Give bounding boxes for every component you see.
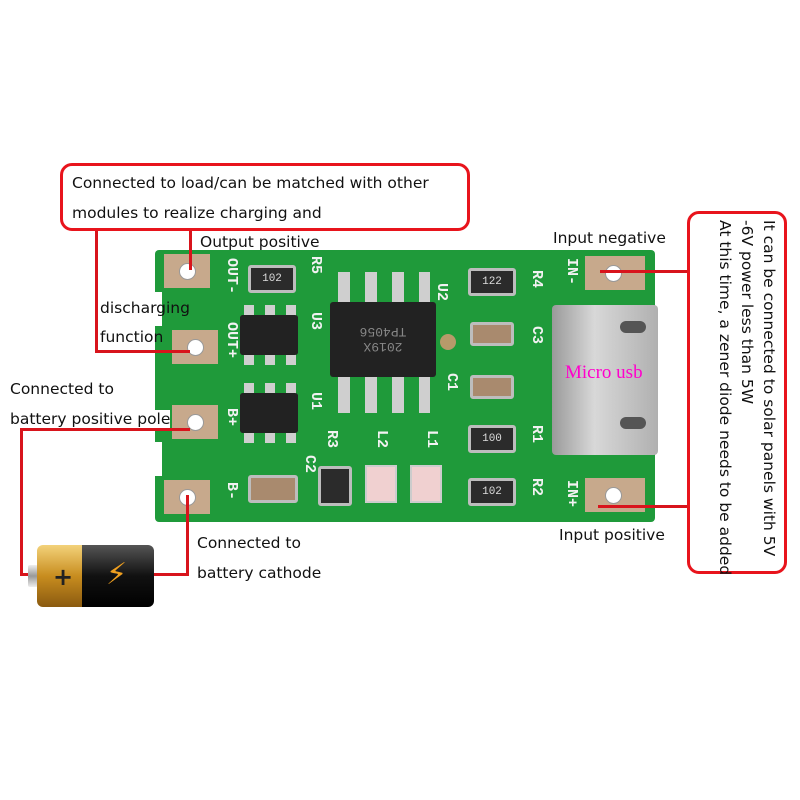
callout-load-line1: Connected to load/can be matched with ot… xyxy=(72,174,429,192)
callout-solar-line2: -6V power less than 5W xyxy=(738,220,756,405)
label-r5: R5 xyxy=(307,256,324,275)
micro-usb-label: Micro usb xyxy=(565,362,643,383)
capacitor-c2 xyxy=(248,475,298,503)
label-b-plus: B+ xyxy=(223,408,240,427)
leader-input-positive xyxy=(598,505,690,508)
callout-load-line2: modules to realize charging and xyxy=(72,204,322,222)
led-l2 xyxy=(365,465,397,503)
leader-load-horizontal xyxy=(95,350,190,353)
label-in-minus: IN- xyxy=(563,258,580,286)
capacitor-c1 xyxy=(470,375,514,399)
label-battery-cathode-2: battery cathode xyxy=(197,564,322,582)
pad-out-minus xyxy=(164,254,210,288)
label-r1: R1 xyxy=(528,425,545,444)
pad-out-plus xyxy=(172,330,218,364)
label-input-positive: Input positive xyxy=(559,526,665,544)
usb-slot xyxy=(620,417,646,429)
callout-solar-line3: At this time, a zener diode needs to be … xyxy=(716,220,734,576)
label-c1: C1 xyxy=(443,373,460,392)
resistor-r2: 102 xyxy=(468,478,516,506)
label-c2: C2 xyxy=(301,455,318,474)
callout-solar-line1: It can be connected to solar panels with… xyxy=(760,220,778,557)
lightning-icon: ⚡ xyxy=(106,557,128,592)
pad-in-minus xyxy=(585,256,645,290)
label-r2: R2 xyxy=(528,478,545,497)
leader-load-vertical xyxy=(95,228,98,353)
label-input-negative: Input negative xyxy=(553,229,666,247)
label-battery-pos-1: Connected to xyxy=(10,380,114,398)
resistor-r4: 122 xyxy=(468,268,516,296)
pad-b-plus xyxy=(172,405,218,439)
component-r3 xyxy=(318,466,352,506)
chip-pins-top xyxy=(338,272,430,302)
plus-icon: + xyxy=(53,563,74,591)
label-u1: U1 xyxy=(307,392,324,411)
label-in-plus: IN+ xyxy=(563,480,580,508)
label-function: function xyxy=(100,328,164,346)
leader-output-positive xyxy=(189,228,192,270)
label-u3: U3 xyxy=(307,312,324,331)
label-l1: L1 xyxy=(423,430,440,449)
chip-tp4056: 2019X TP4056 xyxy=(330,302,436,377)
label-r3: R3 xyxy=(323,430,340,449)
battery-black: ⚡ xyxy=(82,545,154,607)
label-output-positive: Output positive xyxy=(200,233,320,251)
label-discharging: discharging xyxy=(100,299,190,317)
label-c3: C3 xyxy=(528,326,545,345)
label-out-plus: OUT+ xyxy=(223,322,240,359)
chip-u1-body xyxy=(240,393,298,433)
battery-gold: + xyxy=(37,545,82,607)
capacitor-c3 xyxy=(470,322,514,346)
resistor-r1: 100 xyxy=(468,425,516,453)
label-l2: L2 xyxy=(373,430,390,449)
leader-battery-neg-v xyxy=(186,495,189,576)
battery-icon: + ⚡ xyxy=(28,545,156,607)
battery-terminal xyxy=(28,565,38,587)
leader-battery-pos-h xyxy=(20,428,190,431)
pcb-notch xyxy=(150,442,162,476)
leader-battery-neg-h xyxy=(150,573,189,576)
callout-solar-text: It can be connected to solar panels with… xyxy=(714,220,780,575)
usb-slot xyxy=(620,321,646,333)
leader-battery-pos-v xyxy=(20,428,23,576)
label-battery-cathode-1: Connected to xyxy=(197,534,301,552)
label-out-minus: OUT- xyxy=(223,258,240,295)
label-battery-pos-2: battery positive pole xyxy=(10,410,171,428)
callout-load-box: Connected to load/can be matched with ot… xyxy=(60,163,470,231)
micro-usb-port xyxy=(552,305,658,455)
label-b-minus: B- xyxy=(223,482,240,501)
tab-dot xyxy=(440,334,456,350)
chip-marking-2: TP4056 xyxy=(359,324,407,340)
pcb-notch xyxy=(150,292,162,326)
chip-pins-bottom xyxy=(338,377,430,413)
leader-input-negative xyxy=(600,270,690,273)
callout-solar-box: It can be connected to solar panels with… xyxy=(687,211,787,575)
label-r4: R4 xyxy=(528,270,545,289)
chip-u3-body xyxy=(240,315,298,355)
led-l1 xyxy=(410,465,442,503)
label-u2: U2 xyxy=(433,283,450,302)
chip-marking-1: 2019X xyxy=(363,339,403,355)
resistor-r5: 102 xyxy=(248,265,296,293)
